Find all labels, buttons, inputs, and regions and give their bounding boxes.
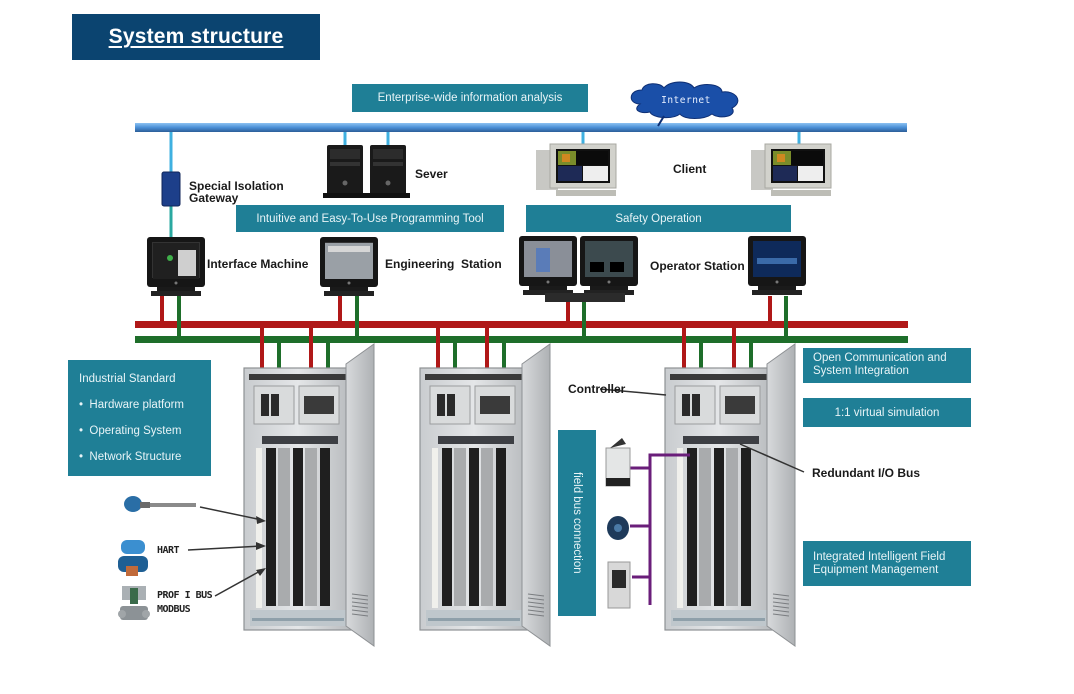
item-text: Network Structure (89, 451, 182, 463)
industrial-standard-box: Industrial Standard • Hardware platform … (68, 360, 211, 476)
server-icon (323, 145, 367, 198)
programming-tool-text: Intuitive and Easy-To-Use Programming To… (256, 212, 484, 225)
operator-station-icon (519, 236, 638, 302)
client-pc-icon (535, 143, 617, 197)
modbus-label: MODBUS (157, 604, 191, 615)
enterprise-drops (169, 132, 801, 172)
interface-machine-icon (147, 237, 205, 296)
field-equipment-box: Integrated Intelligent Field Equipment M… (803, 541, 971, 586)
industrial-standard-heading: Industrial Standard (79, 373, 176, 385)
client-pc-icon (750, 143, 832, 197)
redundant-io-bus-label: Redundant I/O Bus (812, 466, 920, 480)
control-cabinet (664, 343, 796, 647)
control-cabinet (243, 343, 375, 647)
safety-operation-text: Safety Operation (615, 212, 702, 225)
field-equipment-line2: Equipment Management (813, 564, 939, 576)
profibus-label: PROF I BUS (157, 590, 213, 601)
temperature-sensor-icon (124, 496, 196, 512)
engineering-station-icon (320, 237, 378, 296)
controller-label: Controller (568, 382, 626, 396)
programming-tool-bar: Intuitive and Easy-To-Use Programming To… (236, 205, 504, 232)
flow-meter-icon (118, 586, 150, 620)
open-communication-box: Open Communication and System Integratio… (803, 348, 971, 383)
item-text: Operating System (89, 425, 182, 437)
hart-label: HART (157, 545, 180, 556)
industrial-standard-item: • Operating System (79, 425, 182, 437)
interface-machine-label: Interface Machine (207, 257, 309, 271)
field-equipment-line1: Integrated Intelligent Field (813, 551, 946, 563)
server-icon (366, 145, 410, 198)
industrial-standard-item: • Hardware platform (79, 399, 185, 411)
io-module-device-icon (605, 438, 631, 487)
virtual-simulation-text: 1:1 virtual simulation (834, 406, 940, 419)
enterprise-bus (135, 123, 907, 132)
enterprise-analysis-box: Enterprise-wide information analysis (352, 84, 588, 112)
internet-cloud-icon (630, 81, 739, 127)
open-communication-line2: System Integration (813, 365, 909, 377)
enterprise-analysis-text: Enterprise-wide information analysis (377, 92, 563, 104)
pressure-transmitter-icon (118, 540, 148, 576)
control-bus-red (135, 321, 908, 328)
page-title-text: System structure (108, 25, 284, 48)
page-title: System structure (72, 14, 320, 60)
fieldbus-connection-text: field bus connection (571, 472, 583, 574)
open-communication-line1: Open Communication and (813, 352, 947, 364)
gateway-label-line2: Gateway (189, 191, 239, 205)
control-cabinet (419, 343, 551, 647)
fieldbus-connection-box: field bus connection (558, 430, 596, 616)
virtual-simulation-box: 1:1 virtual simulation (803, 398, 971, 427)
isolation-gateway-icon (161, 171, 181, 207)
gateway-label: Special Isolation Gateway (189, 180, 284, 204)
gateway-label-line1: Special Isolation (189, 179, 284, 193)
client-label: Client (673, 162, 707, 176)
motor-device-icon (607, 516, 629, 540)
item-text: Hardware platform (89, 399, 185, 411)
switch-device-icon (607, 561, 631, 609)
industrial-standard-item: • Network Structure (79, 451, 182, 463)
engineering-station-label: Engineering Station (385, 257, 502, 271)
safety-operation-bar: Safety Operation (526, 205, 791, 232)
operator-station-icon (748, 236, 806, 295)
pointer-arrows (187, 388, 805, 597)
internet-label: Internet (661, 95, 711, 106)
control-bus-green (135, 336, 908, 343)
fieldbus-lines (630, 453, 690, 605)
operator-station-label: Operator Station (650, 259, 745, 273)
server-label: Sever (415, 167, 448, 181)
